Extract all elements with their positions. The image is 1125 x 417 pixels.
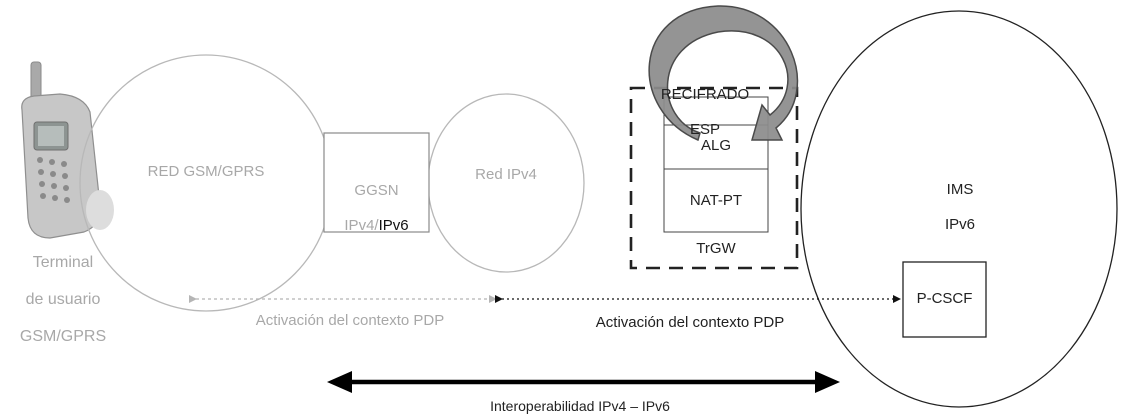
p-cscf-label: P-CSCF [916,290,973,307]
ims-network-circle [800,10,1118,408]
circular-arrow-icon [648,5,799,142]
trgw-label: TrGW [696,240,736,257]
nat-pt-label: NAT-PT [689,192,743,209]
ims-label: IMS IPv6 [910,164,1010,250]
gsm-gprs-network-label: RED GSM/GPRS [147,163,265,180]
pdp-activation-label-grey: Activación del contexto PDP [255,312,445,329]
terminal-label-line3: GSM/GPRS [19,327,107,345]
p-cscf-box [902,261,987,338]
recifrado-label-line2: ESP [689,120,720,138]
ggsn-ipv4-text: IPv4/ [344,216,379,234]
ipv4-network-label: Red IPv4 [475,166,537,183]
ggsn-box [323,132,430,233]
mobile-phone-icon [21,61,114,239]
ggsn-label-line1: GGSN [354,182,399,200]
interop-arrow [327,371,840,393]
interop-label: Interoperabilidad IPv4 – IPv6 [490,398,670,414]
terminal-label-line1: Terminal [32,254,94,272]
terminal-label: Terminal de usuario GSM/GPRS [0,236,126,365]
ims-label-line1: IMS [946,181,974,199]
trgw-dashed-box [629,86,799,270]
terminal-label-line2: de usuario [25,291,101,309]
ggsn-label: GGSN IPv4/IPv6 [324,165,429,251]
alg-label: ALG [700,137,731,154]
pdp-activation-label-black: Activación del contexto PDP [595,314,785,331]
ggsn-ipv6-text: IPv6 [378,216,409,234]
nat-pt-box [663,168,769,233]
ggsn-label-line2: IPv4/IPv6 [324,217,429,234]
ims-label-line2: IPv6 [944,215,975,233]
recifrado-label-line1: RECIFRADO [660,86,750,104]
recifrado-label: RECIFRADO ESP [640,69,770,155]
alg-box [663,124,769,170]
